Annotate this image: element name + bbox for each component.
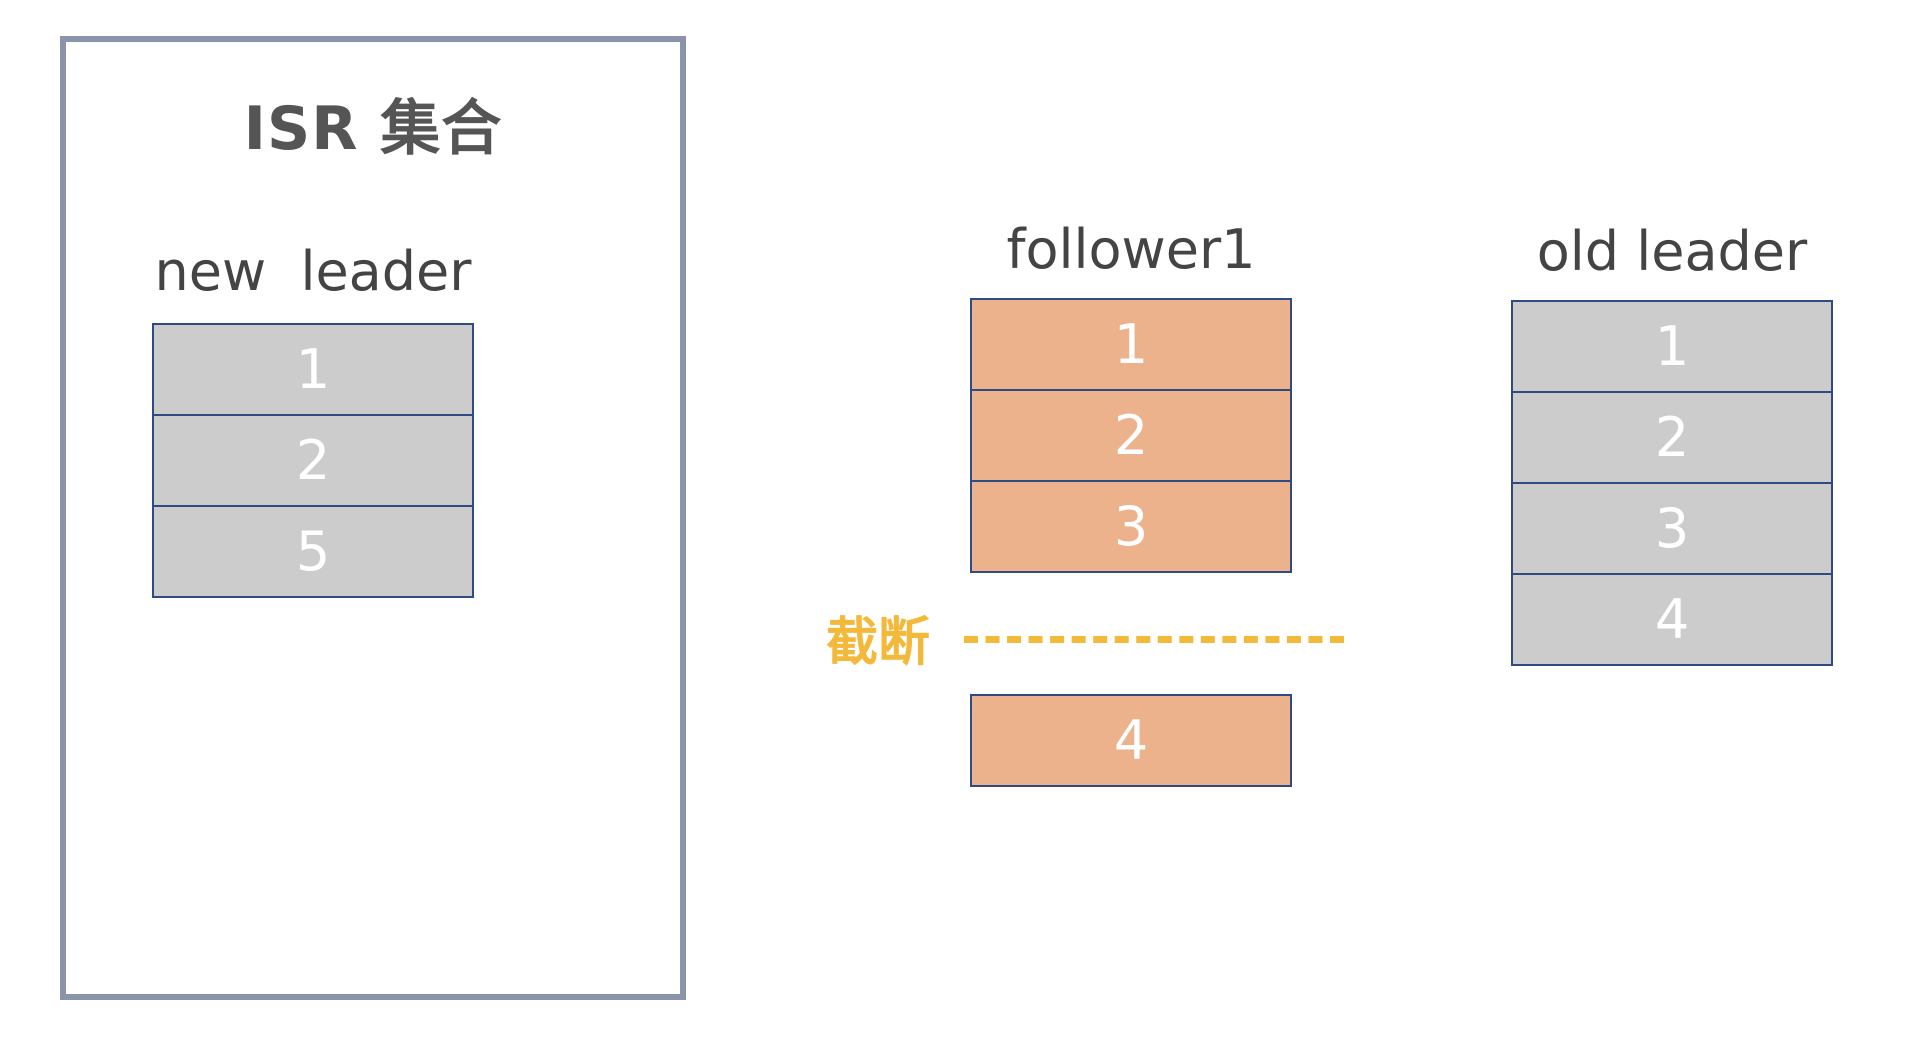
truncate-dashed-line (964, 636, 1344, 643)
old-leader-entry: 1 (1511, 300, 1833, 393)
old-leader-label: old leader (1536, 220, 1808, 283)
new-leader-log: 1 2 5 (152, 323, 474, 598)
truncate-label: 截断 (826, 613, 931, 673)
follower1-entry: 2 (970, 389, 1292, 482)
new-leader-entry: 5 (152, 505, 474, 598)
old-leader-entry: 3 (1511, 482, 1833, 575)
follower1-entry: 3 (970, 480, 1292, 573)
old-leader-entry: 4 (1511, 573, 1833, 666)
follower1-log: 1 2 3 (970, 298, 1292, 573)
new-leader-entry: 2 (152, 414, 474, 507)
follower1-label: follower1 (1006, 218, 1256, 281)
new-leader-entry: 1 (152, 323, 474, 416)
new-leader-label: new leader (154, 240, 472, 303)
isr-set-title: ISR 集合 (243, 94, 503, 164)
isr-set-box (60, 36, 686, 1000)
old-leader-entry: 2 (1511, 391, 1833, 484)
follower1-entry: 1 (970, 298, 1292, 391)
follower1-truncated-entry: 4 (970, 694, 1292, 787)
follower1-truncated-log: 4 (970, 694, 1292, 787)
old-leader-log: 1 2 3 4 (1511, 300, 1833, 666)
